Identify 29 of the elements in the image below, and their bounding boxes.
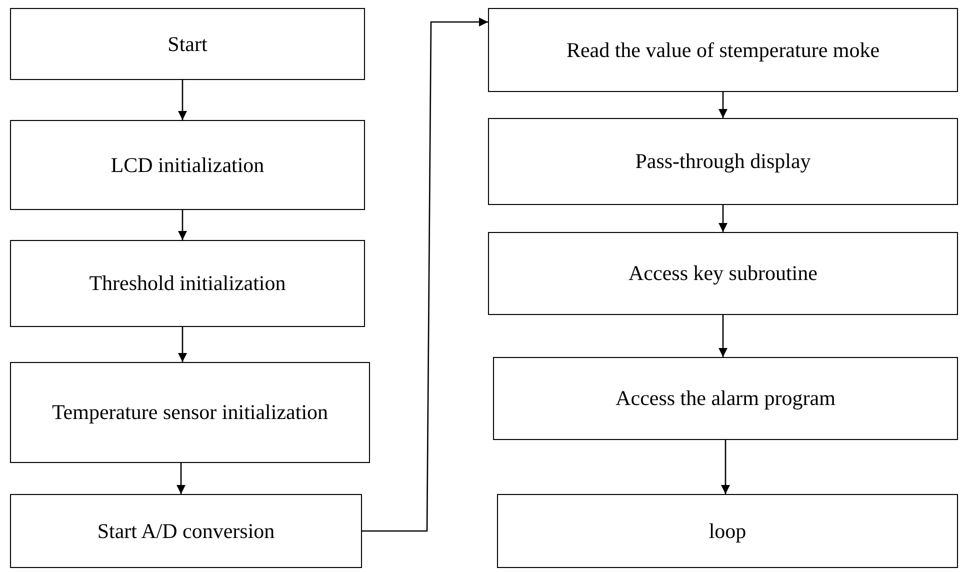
arrow (718, 205, 728, 232)
process-box (488, 118, 958, 205)
box-label: Pass-through display (635, 148, 811, 175)
box-label: Temperature sensor initialization (52, 399, 328, 426)
process-box (497, 494, 958, 568)
arrow (718, 315, 728, 357)
arrow (362, 18, 488, 532)
process-box (488, 232, 958, 315)
arrow (178, 210, 187, 240)
box-label: Threshold initialization (89, 270, 286, 297)
box-label: Read the value of stemperature moke (566, 36, 880, 64)
box-label: loop (708, 518, 746, 544)
process-box (10, 8, 365, 80)
arrow (721, 440, 730, 494)
arrow (718, 92, 728, 118)
box-label: Start A/D conversion (97, 518, 275, 544)
process-box (10, 362, 370, 463)
process-box (493, 357, 958, 440)
process-box (10, 120, 365, 210)
arrow (178, 80, 187, 120)
arrow (176, 463, 186, 494)
box-label: Access key subroutine (628, 260, 818, 287)
box-label: LCD initialization (110, 152, 264, 178)
box-label: Access the alarm program (616, 385, 836, 412)
box-label: Start (168, 30, 208, 58)
arrow (178, 327, 187, 362)
process-box (10, 240, 365, 327)
process-box (10, 494, 362, 568)
process-box (488, 8, 958, 92)
